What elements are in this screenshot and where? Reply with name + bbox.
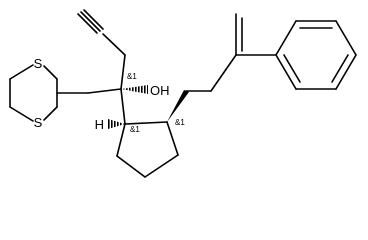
bond-quaternary-ring — [120, 88, 126, 125]
molecule-structure: S S OH &1 H &1 &1 — [9, 9, 357, 178]
stereo-label-ring-right: &1 — [175, 118, 185, 127]
hydrogen-label: H — [95, 117, 104, 132]
dithiane-ring — [9, 64, 89, 122]
hydroxyl-label: OH — [150, 83, 170, 98]
wedge-bond-side-chain — [167, 90, 189, 122]
stereo-label-ring-left: &1 — [130, 125, 140, 134]
hashed-wedge-bond-h — [108, 119, 125, 129]
sulfur-atom-top: S — [34, 56, 43, 71]
bond-quaternary-dithiane — [87, 88, 122, 94]
sulfur-atom-bottom: S — [34, 115, 43, 130]
phenyl-ring — [275, 20, 357, 90]
alkyl-chain — [185, 54, 237, 92]
methylene-double-bond — [235, 13, 243, 56]
cyclopentane-ring — [116, 121, 179, 178]
stereo-label-quaternary: &1 — [127, 72, 137, 81]
hashed-wedge-bond-oh — [121, 85, 148, 94]
propargyl-chain — [77, 9, 126, 90]
